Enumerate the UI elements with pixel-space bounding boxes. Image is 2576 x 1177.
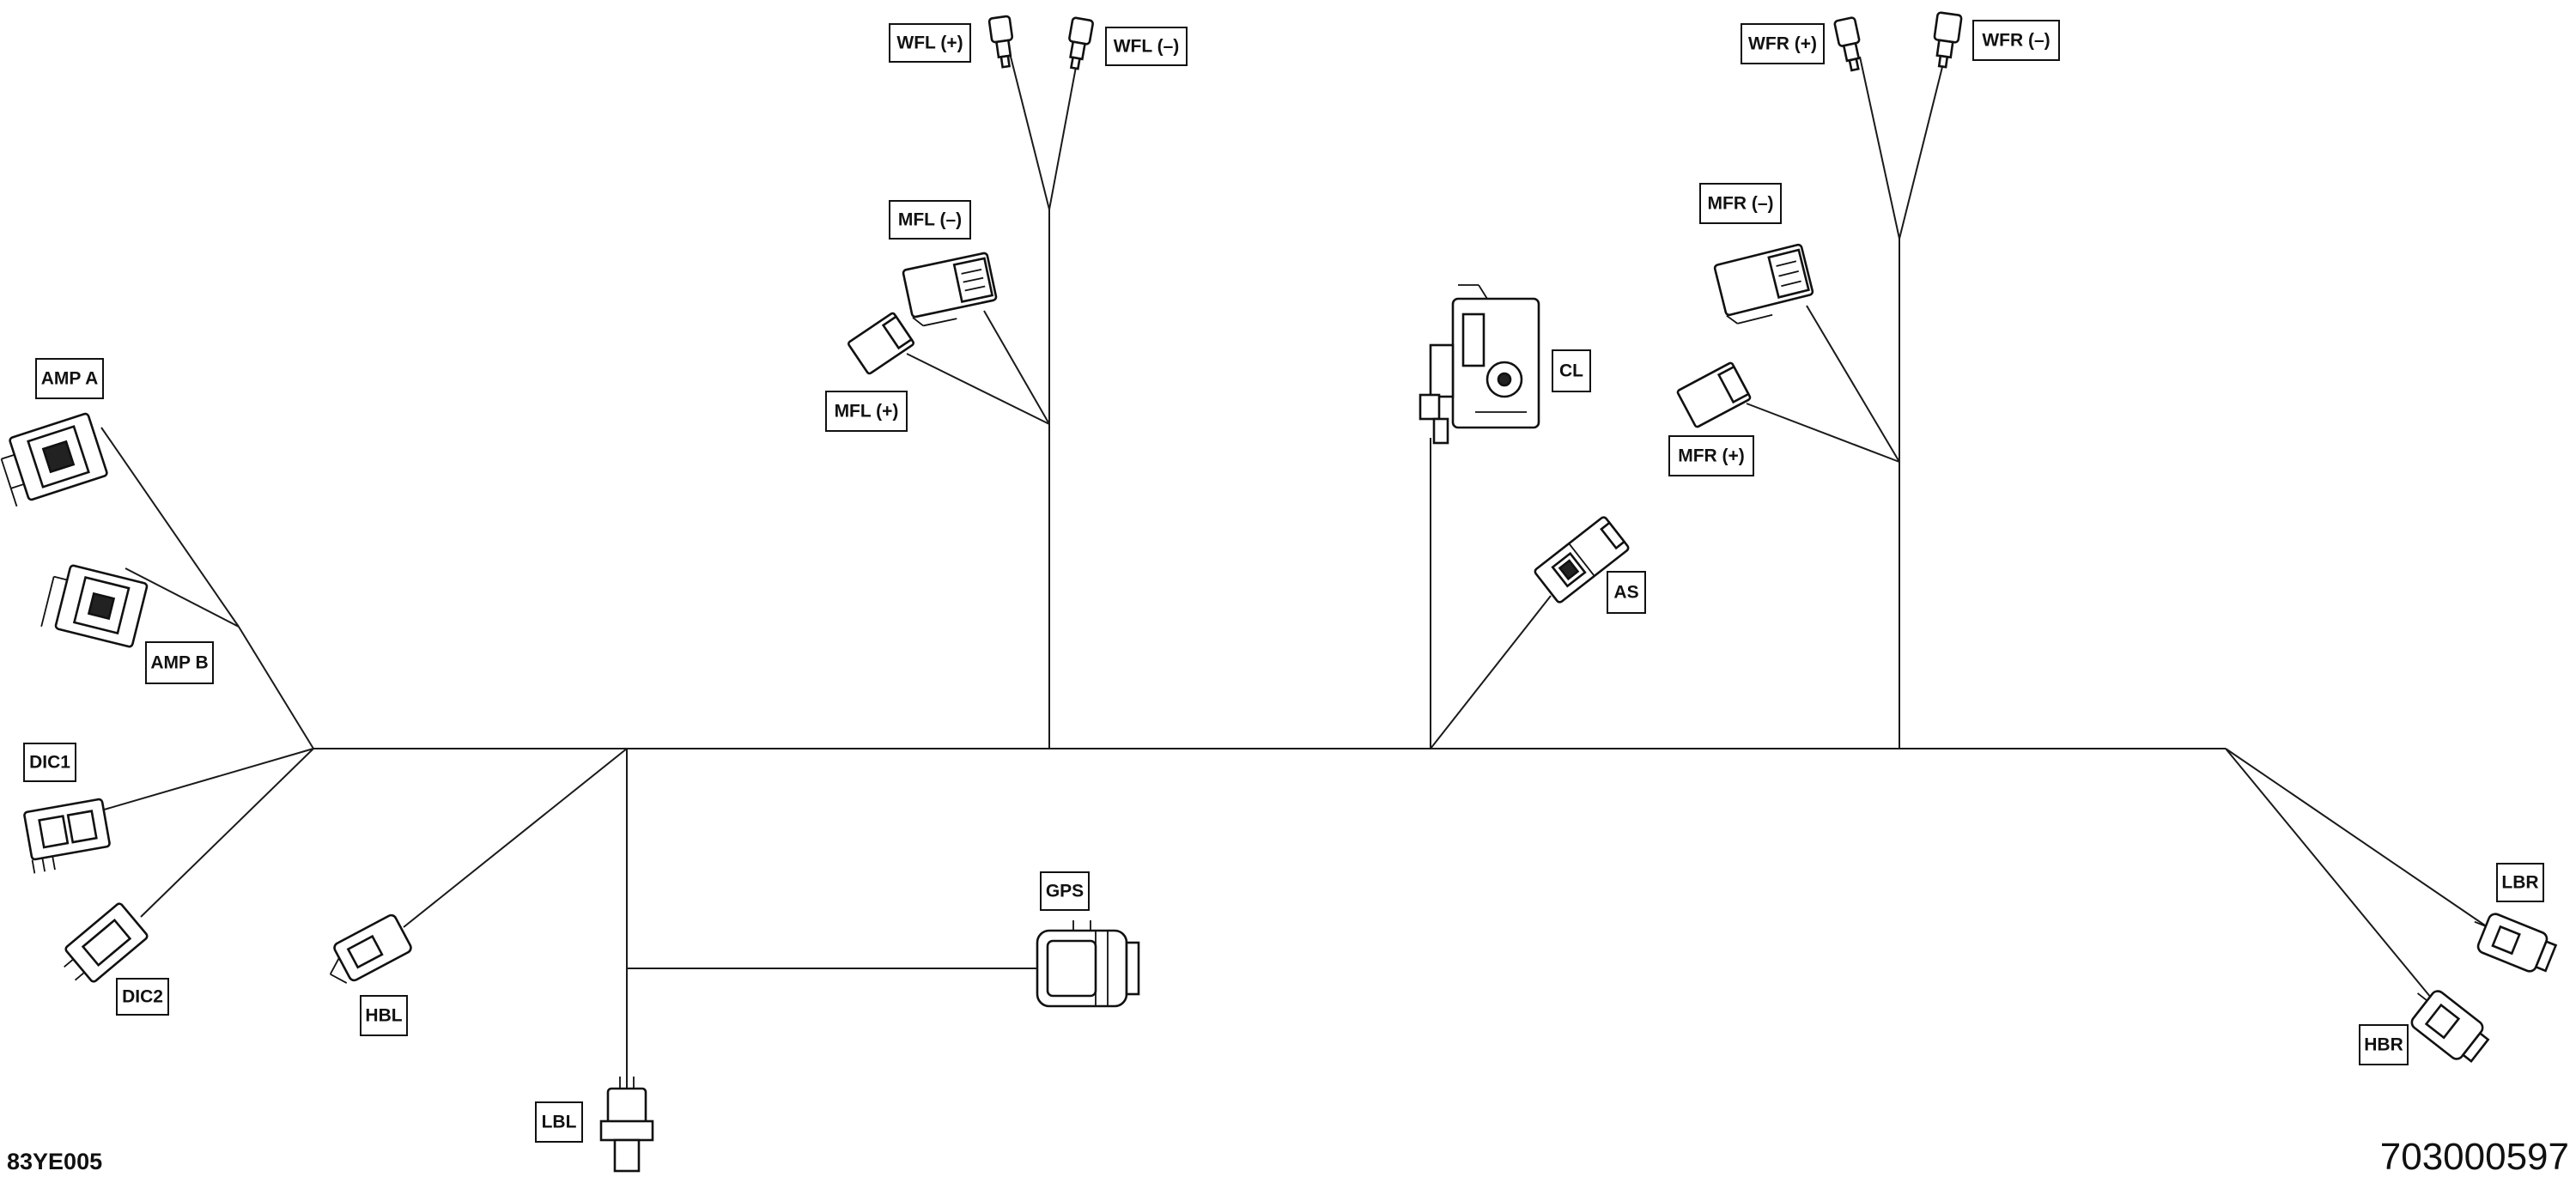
label-wfl-plus: WFL (+): [889, 23, 971, 63]
wire-wfl-plus: [1009, 52, 1050, 210]
wire-lbr: [2225, 748, 2491, 930]
label-dic2: DIC2: [116, 978, 169, 1016]
wire-as: [1430, 595, 1552, 749]
label-hbr-text: HBR: [2364, 1035, 2403, 1055]
wfr-minus-connector-icon: [1933, 11, 1963, 69]
label-amp-a: AMP A: [35, 358, 104, 399]
label-dic1-text: DIC1: [29, 753, 70, 773]
wire-mfr-minus: [1806, 305, 1900, 463]
drawing-code: 83YE005: [7, 1149, 102, 1174]
wire-wfr-minus: [1899, 52, 1947, 240]
label-wfl-plus-text: WFL (+): [896, 33, 963, 53]
label-cl-text: CL: [1559, 361, 1583, 381]
wire-hbr: [2225, 748, 2436, 1004]
label-mfr-plus-text: MFR (+): [1678, 446, 1745, 466]
hbl-connector-icon: [329, 913, 412, 984]
label-mfr-minus-text: MFR (–): [1708, 194, 1774, 214]
harness-wires: [100, 52, 2491, 1089]
label-mfr-minus: MFR (–): [1699, 183, 1782, 224]
dic2-connector-icon: [64, 902, 149, 983]
label-hbl: HBL: [360, 995, 408, 1036]
mfr-minus-connector-icon: [1713, 243, 1814, 325]
wire-wfr-plus: [1859, 56, 1900, 240]
hbr-connector-icon: [2410, 990, 2490, 1063]
wire-amp-a-upper: [100, 427, 240, 628]
connectors: [0, 11, 2558, 1173]
label-wfl-minus-text: WFL (–): [1114, 37, 1180, 57]
label-amp-b: AMP B: [145, 641, 214, 684]
label-dic1: DIC1: [23, 743, 76, 782]
label-gps-text: GPS: [1046, 882, 1084, 901]
wfr-plus-connector-icon: [1833, 16, 1861, 72]
wire-mfl-plus: [906, 353, 1050, 425]
part-number: 703000597: [2380, 1136, 2569, 1177]
label-as: AS: [1607, 571, 1646, 614]
label-amp-a-text: AMP A: [41, 369, 99, 389]
label-lbr: LBR: [2496, 863, 2544, 902]
cl-connector-icon: [1419, 284, 1540, 445]
label-wfr-minus-text: WFR (–): [1982, 31, 2050, 51]
mfl-minus-connector-icon: [902, 252, 998, 327]
label-mfl-minus-text: MFL (–): [898, 210, 962, 230]
amp-b-connector-icon: [40, 564, 149, 648]
label-mfl-minus: MFL (–): [889, 200, 971, 240]
wire-hbl: [403, 748, 628, 928]
label-mfl-plus: MFL (+): [825, 391, 908, 432]
dic1-connector-icon: [23, 798, 111, 874]
wire-amp-b: [125, 567, 240, 628]
mfl-plus-connector-icon: [848, 312, 914, 375]
lbl-connector-icon: [599, 1077, 654, 1173]
label-gps: GPS: [1040, 871, 1090, 911]
as-connector-icon: [1534, 516, 1630, 604]
label-wfr-minus: WFR (–): [1972, 20, 2060, 61]
wfl-minus-connector-icon: [1068, 16, 1094, 70]
wire-mfl-minus: [983, 310, 1050, 425]
label-hbl-text: HBL: [365, 1006, 402, 1026]
label-hbr: HBR: [2359, 1024, 2409, 1065]
label-lbl: LBL: [535, 1101, 583, 1143]
label-dic2-text: DIC2: [122, 987, 163, 1007]
label-lbr-text: LBR: [2501, 873, 2538, 893]
mfr-plus-connector-icon: [1676, 361, 1752, 428]
label-cl: CL: [1552, 349, 1591, 392]
label-as-text: AS: [1613, 583, 1638, 603]
lbr-connector-icon: [2474, 913, 2558, 973]
label-mfr-plus: MFR (+): [1668, 435, 1754, 476]
amp-a-connector-icon: [0, 412, 108, 507]
label-wfr-plus: WFR (+): [1741, 23, 1825, 64]
label-wfr-plus-text: WFR (+): [1748, 34, 1817, 54]
label-lbl-text: LBL: [542, 1113, 577, 1132]
wire-mfr-plus: [1746, 403, 1900, 463]
label-wfl-minus: WFL (–): [1105, 27, 1188, 66]
wire-dic2: [140, 748, 314, 918]
wire-dic1: [100, 748, 314, 811]
connector-labels: AMP A AMP B DIC1 DIC2 HBL LBL GPS WFL (: [23, 20, 2544, 1143]
wire-amp-a: [238, 626, 314, 749]
wire-wfl-minus: [1048, 52, 1079, 210]
wfl-plus-connector-icon: [987, 15, 1014, 69]
gps-connector-icon: [1036, 920, 1140, 1008]
label-mfl-plus-text: MFL (+): [835, 402, 899, 422]
label-amp-b-text: AMP B: [150, 653, 208, 673]
